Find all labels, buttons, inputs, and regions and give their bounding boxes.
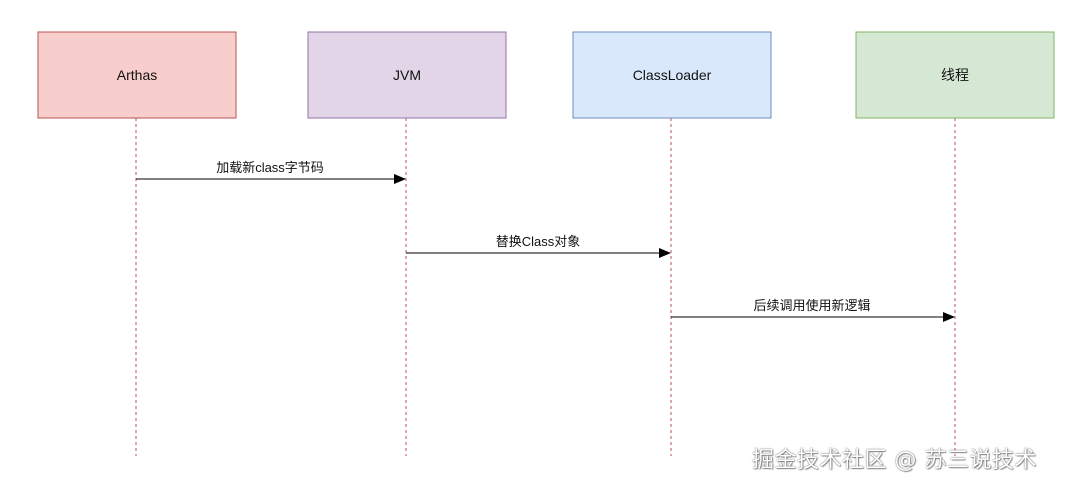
- message-label: 加载新class字节码: [216, 160, 324, 175]
- message-label: 替换Class对象: [496, 234, 581, 249]
- watermark: 掘金技术社区 @ 苏三说技术: [752, 448, 1037, 473]
- participant-box: [855, 31, 1055, 119]
- participant-classloader: ClassLoader: [572, 31, 772, 119]
- message-2: 替换Class对象: [406, 234, 671, 258]
- participant-box: [37, 31, 237, 119]
- message-1: 加载新class字节码: [136, 160, 406, 184]
- message-label: 后续调用使用新逻辑: [753, 298, 870, 313]
- participant-box: [307, 31, 507, 119]
- message-3: 后续调用使用新逻辑: [671, 298, 955, 322]
- participant-arthas: Arthas: [37, 31, 237, 119]
- participant-thread: 线程: [855, 31, 1055, 119]
- participant-label: ClassLoader: [633, 67, 712, 83]
- participant-label: JVM: [393, 67, 421, 83]
- participant-box: [572, 31, 772, 119]
- participant-jvm: JVM: [307, 31, 507, 119]
- participant-label: 线程: [941, 67, 969, 83]
- participant-label: Arthas: [117, 67, 157, 83]
